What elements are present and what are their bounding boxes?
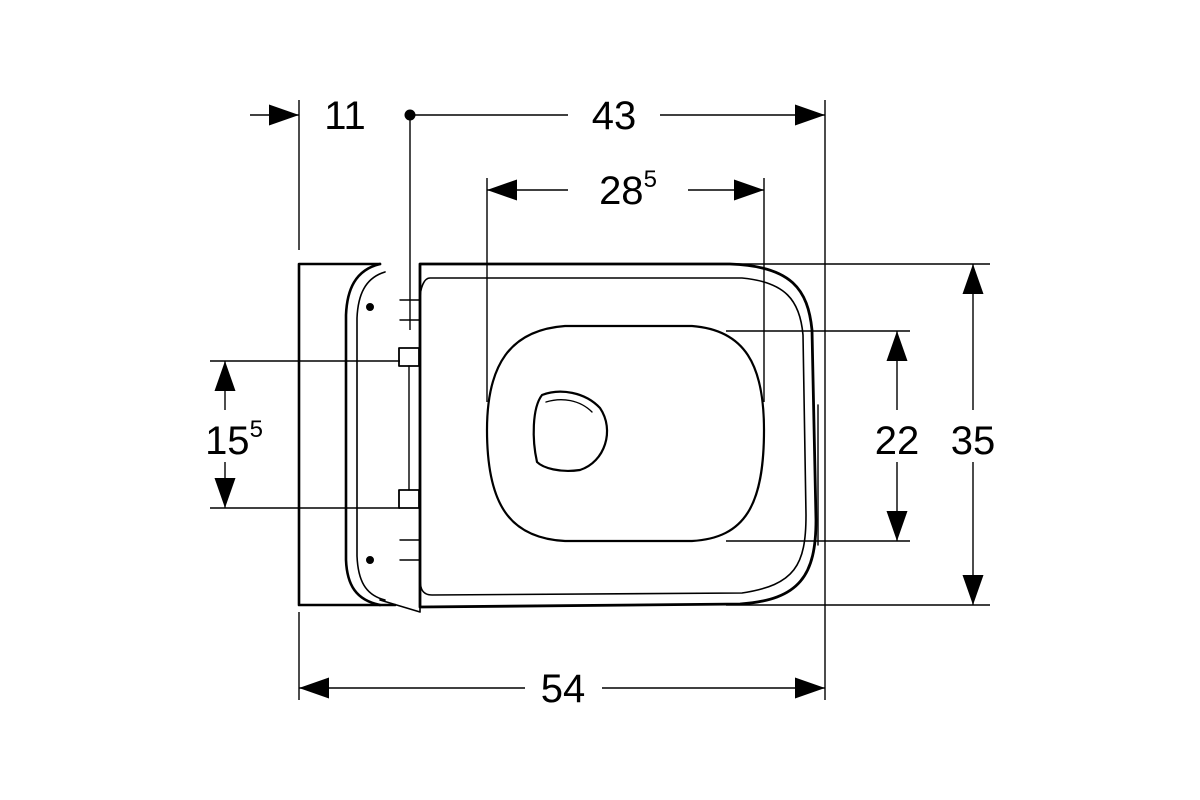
dimension-labels: 11 43 285 155 22 35 54 xyxy=(205,94,995,711)
label-28-5: 285 xyxy=(599,166,657,213)
seat-opening xyxy=(485,324,766,543)
wall-mount-block xyxy=(297,262,397,607)
extension-lines xyxy=(210,100,990,700)
label-11: 11 xyxy=(324,94,366,138)
fixing-bolt-top xyxy=(366,303,374,311)
hinge-plate-top xyxy=(398,347,420,367)
bowl-outer xyxy=(418,262,818,609)
toilet-outline xyxy=(297,262,819,613)
label-22: 22 xyxy=(875,419,920,463)
label-15-5: 155 xyxy=(205,416,263,463)
seat-bottom-tail xyxy=(379,599,421,613)
seat-hinge-side xyxy=(344,262,382,607)
label-54: 54 xyxy=(541,667,586,711)
flush-opening xyxy=(532,390,609,472)
seat-hinge-inner xyxy=(356,271,386,601)
fixing-bolt-bottom xyxy=(366,556,374,564)
flush-opening-inner xyxy=(545,399,593,413)
hinge-plate-bottom xyxy=(398,489,420,509)
label-35: 35 xyxy=(951,419,996,463)
hinge-detail xyxy=(399,299,421,561)
dimension-lines xyxy=(214,104,984,699)
bowl-inner xyxy=(419,277,807,596)
label-43: 43 xyxy=(592,94,637,138)
